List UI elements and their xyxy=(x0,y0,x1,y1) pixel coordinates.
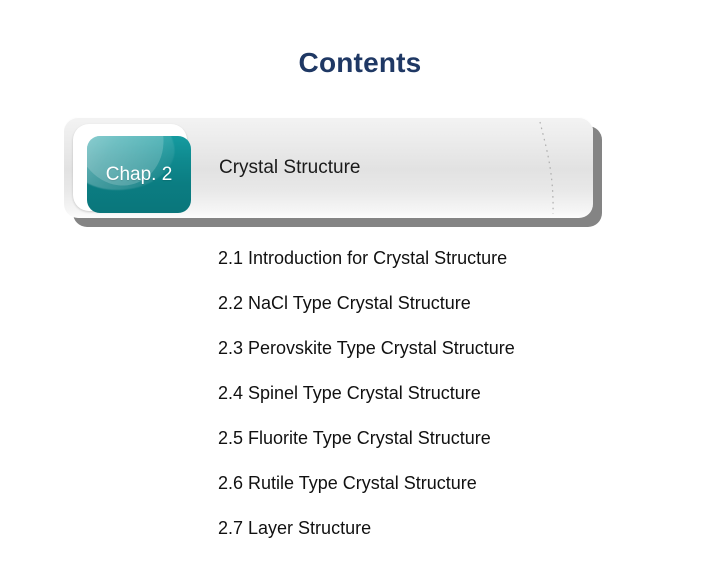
banner-bar: Chap. 2 Crystal Structure xyxy=(64,117,593,218)
contents-list: 2.1 Introduction for Crystal Structure 2… xyxy=(218,246,688,561)
list-item[interactable]: 2.2 NaCl Type Crystal Structure xyxy=(218,293,471,313)
chapter-banner: Chap. 2 Crystal Structure xyxy=(64,117,602,227)
list-item[interactable]: 2.3 Perovskite Type Crystal Structure xyxy=(218,338,515,358)
chapter-chip[interactable]: Chap. 2 xyxy=(87,136,191,213)
page-title: Contents xyxy=(298,47,422,78)
list-item[interactable]: 2.1 Introduction for Crystal Structure xyxy=(218,248,508,268)
chapter-title: Crystal Structure xyxy=(219,156,361,178)
list-item[interactable]: 2.4 Spinel Type Crystal Structure xyxy=(218,383,481,403)
chapter-chip-label: Chap. 2 xyxy=(105,163,173,185)
list-item[interactable]: 2.5 Fluorite Type Crystal Structure xyxy=(218,428,491,448)
presentation-slide: Contents Chap. 2 Crystal Structure 2.1 I… xyxy=(64,47,602,538)
list-item[interactable]: 2.6 Rutile Type Crystal Structure xyxy=(218,473,477,493)
chapter-chip-ring: Chap. 2 xyxy=(73,124,191,213)
list-item[interactable]: 2.7 Layer Structure xyxy=(218,518,372,538)
